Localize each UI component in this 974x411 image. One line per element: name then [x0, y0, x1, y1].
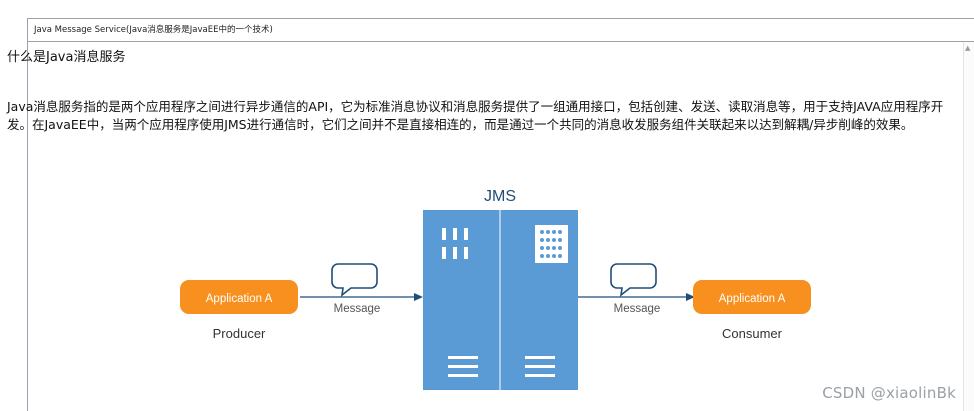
- message-bubble-icon: [610, 263, 657, 297]
- message-bubble-icon: [331, 263, 378, 297]
- producer-to-jms-arrow: [300, 293, 423, 301]
- scroll-up-icon[interactable]: ▲: [965, 44, 971, 52]
- server-lines-icon: [448, 356, 555, 377]
- producer-label: Producer: [213, 326, 266, 341]
- consumer-app-pill: Application A: [693, 280, 811, 314]
- jms-server: [423, 210, 578, 390]
- server-bars-icon: [442, 228, 468, 259]
- jms-title: JMS: [484, 188, 516, 205]
- jms-to-consumer-arrow: [578, 293, 695, 301]
- producer-app-pill: Application A: [180, 280, 298, 314]
- producer-app-label: Application A: [206, 293, 273, 305]
- server-grid-icon: [535, 225, 568, 263]
- window-title: Java Message Service(Java消息服务是JavaEE中的一个…: [28, 19, 974, 42]
- right-message-label: Message: [614, 303, 661, 315]
- left-message-label: Message: [334, 303, 381, 315]
- consumer-label: Consumer: [722, 326, 783, 341]
- article-heading: 什么是Java消息服务: [7, 50, 126, 65]
- watermark: CSDN @xiaolinBk: [822, 384, 956, 402]
- article-content: 什么是Java消息服务 Java消息服务指的是两个应用程序之间进行异步通信的AP…: [7, 48, 960, 134]
- jms-diagram: JMS Application A Producer: [180, 188, 811, 390]
- article-paragraph: Java消息服务指的是两个应用程序之间进行异步通信的API，它为标准消息协议和消…: [7, 99, 944, 132]
- consumer-app-label: Application A: [719, 293, 786, 305]
- vertical-scrollbar[interactable]: ▲: [963, 42, 974, 411]
